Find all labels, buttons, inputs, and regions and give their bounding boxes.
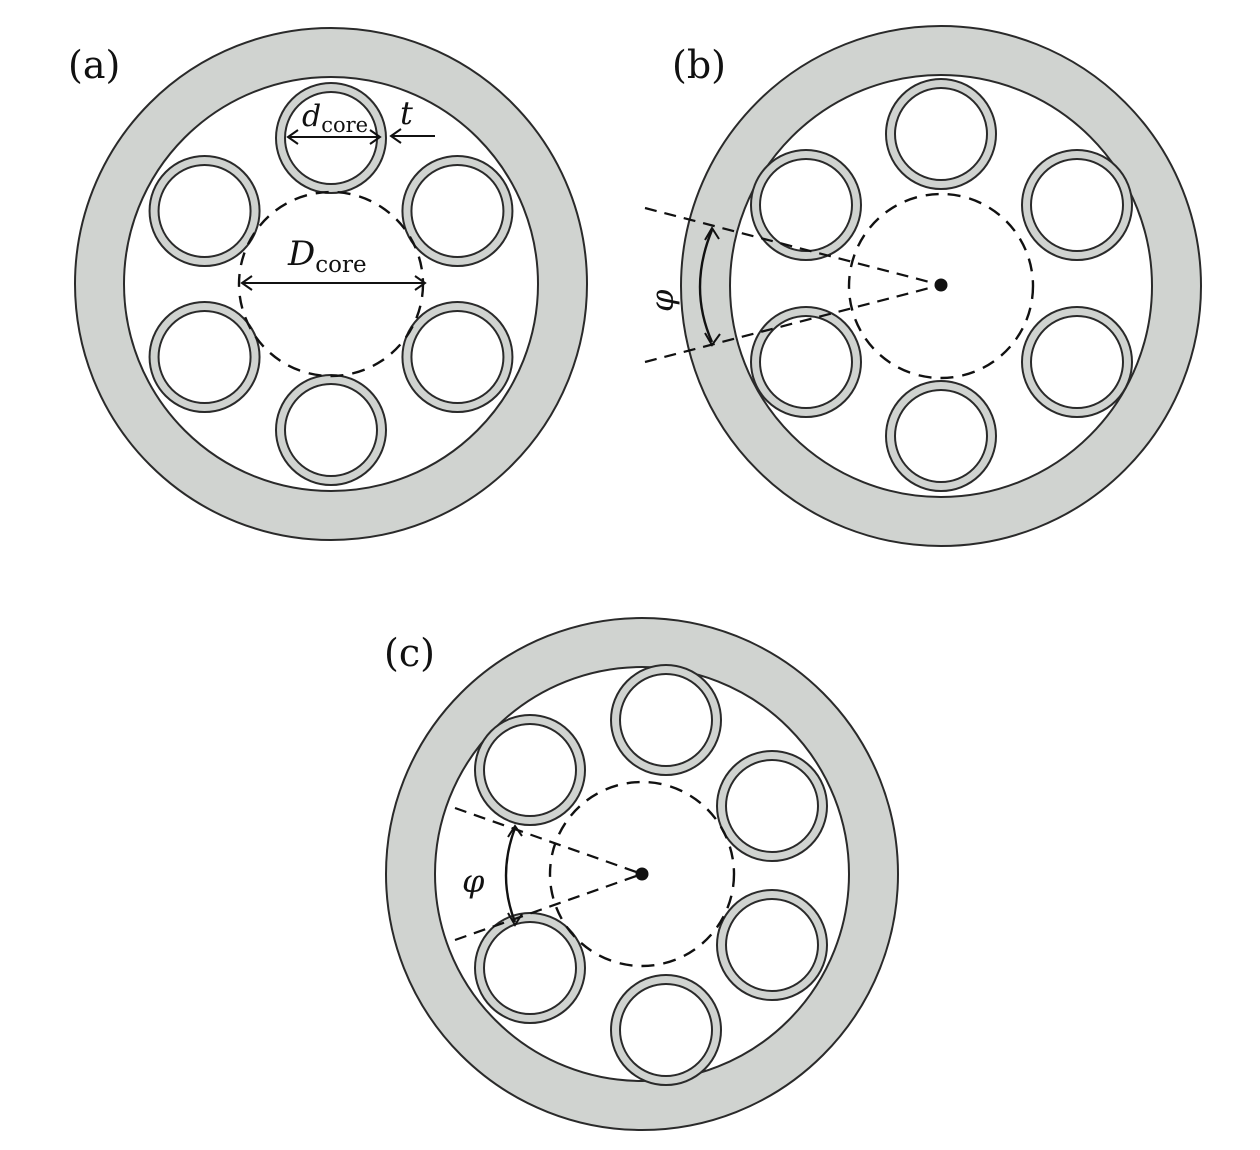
D-core-label: Dcore — [287, 234, 367, 278]
panel-a-label: (a) — [68, 43, 120, 87]
capillary-tube-core — [410, 310, 505, 404]
capillary-tube-core — [483, 921, 577, 1015]
panel-b-label: (b) — [672, 43, 726, 87]
capillary-tube-core — [410, 164, 505, 258]
capillary-tube-core — [284, 383, 378, 477]
capillary-tube-core — [157, 310, 252, 404]
capillary-tube-core — [157, 164, 252, 258]
core-boundary — [847, 192, 1035, 380]
thickness-dimension — [389, 128, 435, 144]
angle-marker-c — [454, 806, 649, 942]
capillary-tube-core — [619, 983, 713, 1077]
capillary-tube-core — [759, 315, 853, 409]
angle-label-b: φ — [643, 289, 681, 312]
panel-c: (c) φ — [384, 617, 899, 1131]
panel-b: (b) φ — [643, 25, 1202, 547]
capillary-tube-core — [894, 389, 988, 483]
d-core-dimension — [286, 129, 382, 145]
angle-marker-b — [644, 206, 948, 364]
D-core-dimension — [240, 275, 427, 291]
capillary-tube-core — [894, 87, 988, 181]
capillary-tube-core — [725, 759, 819, 853]
thickness-label: t — [400, 94, 413, 132]
panel-c-geometry — [385, 617, 899, 1131]
d-core-label: dcore — [302, 99, 368, 137]
panel-a: (a) dcore t Dcore — [68, 27, 588, 541]
capillary-tube-core — [1030, 158, 1124, 252]
capillary-tube-core — [1030, 315, 1124, 409]
capillary-tube-core — [619, 673, 713, 767]
capillary-tube-core — [483, 723, 577, 817]
angle-label-c: φ — [462, 862, 485, 900]
capillary-tube-core — [759, 158, 853, 252]
panel-c-label: (c) — [384, 631, 435, 675]
capillary-tube-core — [725, 898, 819, 992]
core-boundary — [548, 780, 736, 968]
